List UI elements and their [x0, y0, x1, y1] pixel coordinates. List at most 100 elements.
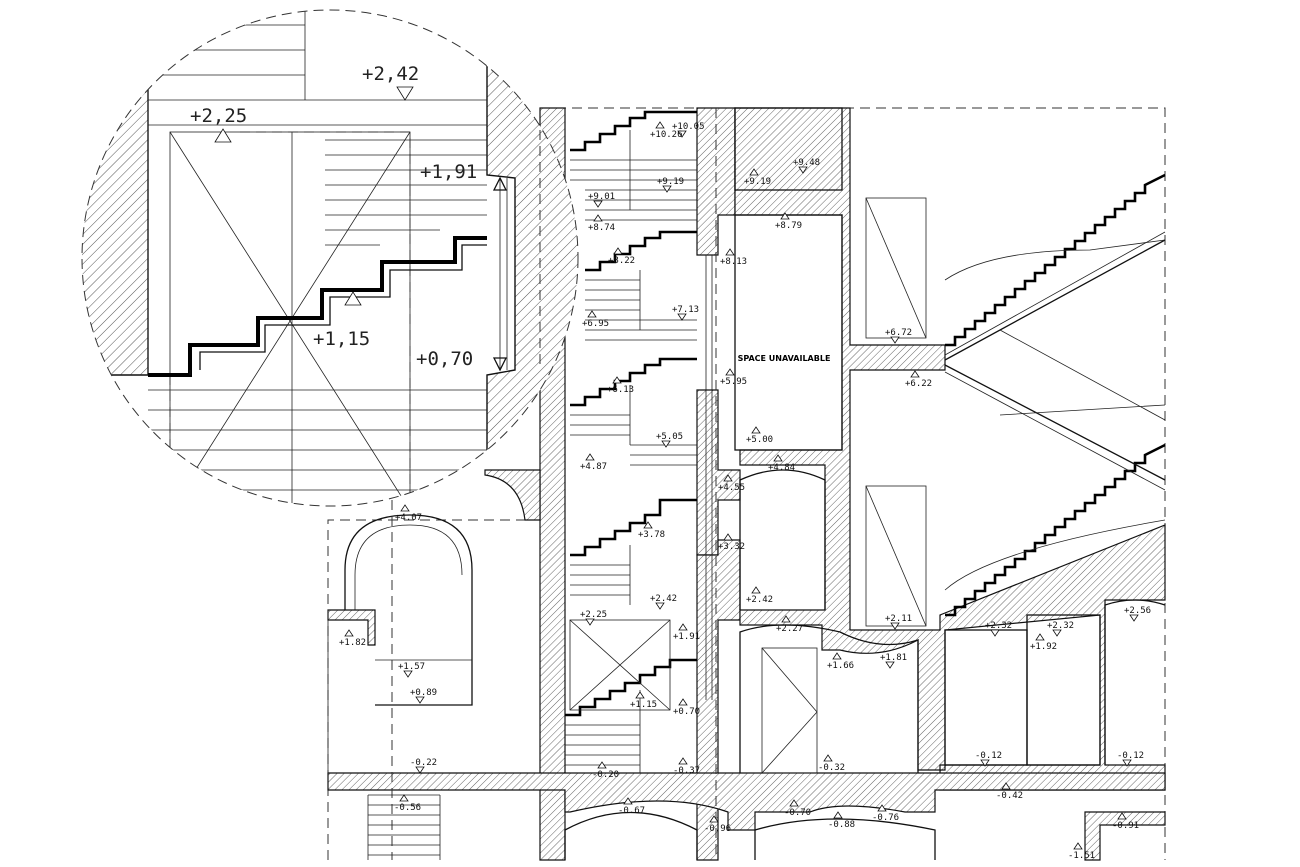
level-triangle-icon — [1122, 759, 1132, 767]
level-marker: +4.07 — [395, 504, 422, 523]
room-arched-mid — [739, 469, 826, 610]
detail-circle — [81, 9, 579, 507]
level-triangle-icon — [661, 440, 671, 448]
level-triangle-icon — [678, 757, 688, 765]
level-triangle-icon — [751, 586, 761, 594]
level-triangle-icon — [613, 247, 623, 255]
level-marker: -1.51 — [1068, 842, 1095, 861]
level-triangle-icon — [798, 166, 808, 174]
level-triangle-icon — [877, 804, 887, 812]
level-marker: +6.95 — [582, 310, 609, 329]
stair-right-rail-2 — [944, 364, 1166, 481]
level-triangle-icon — [399, 794, 409, 802]
level-l29: +2.32 — [1047, 621, 1074, 631]
level-marker: +2.11 — [885, 614, 912, 630]
stair-right-lower — [945, 443, 1166, 617]
level-l41: +0.70 — [673, 707, 700, 717]
level-l21: +4.55 — [718, 483, 745, 493]
level-triangle-icon — [725, 368, 735, 376]
level-marker: +9.48 — [793, 158, 820, 174]
level-l35: +1.82 — [339, 638, 366, 648]
void-lower-diag — [865, 485, 927, 627]
door-low-swing-2 — [761, 711, 818, 774]
level-l16: +5.95 — [720, 377, 747, 387]
level-marker: +2.56 — [1124, 606, 1151, 622]
level-l53: -0.88 — [828, 820, 855, 830]
level-marker: +9.19 — [657, 177, 684, 193]
level-triangle-icon — [593, 214, 603, 222]
level-triangle-icon — [415, 766, 425, 774]
level-l2: +10.26 — [650, 130, 683, 140]
level-l44: -0.20 — [592, 770, 619, 780]
level-l25: +2.56 — [1124, 606, 1151, 616]
level-marker: -0.96 — [704, 815, 731, 834]
level-marker: -0.76 — [872, 804, 899, 823]
room-right-b — [1026, 614, 1101, 766]
level-marker: +8.13 — [720, 248, 747, 267]
void-upper-diag — [865, 197, 927, 339]
level-triangle-icon — [585, 618, 595, 626]
level-marker: +6.72 — [885, 328, 912, 344]
level-marker: -0.91 — [1112, 812, 1139, 831]
level-marker: -0.12 — [1117, 751, 1144, 767]
room-left-lines — [327, 610, 472, 773]
level-triangle-icon — [635, 691, 645, 699]
level-triangle-icon — [780, 212, 790, 220]
level-l20: +4.84 — [768, 463, 795, 473]
level-triangle-icon — [344, 629, 354, 637]
level-l14: +6.22 — [905, 379, 932, 389]
level-l45: -0.22 — [410, 758, 437, 768]
room-label: SPACE UNAVAILABLE — [738, 354, 831, 363]
level-marker: +10.05 — [672, 122, 705, 138]
level-l13: +6.72 — [885, 328, 912, 338]
level-l54: -0.91 — [1112, 821, 1139, 831]
room-left-arch-inner — [354, 524, 463, 610]
level-l28: +2.32 — [985, 621, 1012, 631]
level-l38: +1.57 — [398, 662, 425, 672]
level-triangle-icon — [597, 761, 607, 769]
level-marker: +0.70 — [673, 698, 700, 717]
level-l6: +9.01 — [588, 192, 615, 202]
level-l5: +9.19 — [744, 177, 771, 187]
level-l43: -0.12 — [1117, 751, 1144, 761]
level-triangle-icon — [643, 521, 653, 529]
level-triangle-icon — [623, 797, 633, 805]
level-l34: +1.91 — [673, 632, 700, 642]
level-marker: +9.01 — [588, 192, 615, 208]
level-triangle-icon — [585, 453, 595, 461]
level-triangle-icon — [980, 759, 990, 767]
level-triangle-icon — [1001, 782, 1011, 790]
level-l33: +1.92 — [1030, 642, 1057, 652]
floor-slab — [327, 772, 1166, 831]
level-marker: -0.20 — [592, 761, 619, 780]
level-marker: +2.25 — [580, 610, 607, 626]
detail-level-d4: +1,15 — [313, 328, 370, 350]
level-triangle-icon — [677, 313, 687, 321]
level-triangle-icon — [890, 336, 900, 344]
detail-wall-left — [82, 10, 149, 376]
level-marker: +6.22 — [905, 370, 932, 389]
level-triangle-icon — [1073, 842, 1083, 850]
level-l49: -0.56 — [394, 803, 421, 813]
level-triangle-icon — [789, 799, 799, 807]
stair-right-cone — [944, 239, 1166, 591]
level-marker: -0.56 — [394, 794, 421, 813]
level-marker: +2.32 — [1047, 621, 1074, 637]
detail-level-d1: +2,42 — [362, 63, 419, 85]
level-l4: +9.19 — [657, 177, 684, 187]
level-marker: +2.42 — [746, 586, 773, 605]
level-triangle-icon — [910, 370, 920, 378]
level-triangle-icon — [678, 698, 688, 706]
level-l22: +4.07 — [395, 513, 422, 523]
level-triangle-icon — [655, 602, 665, 610]
level-marker: -0.12 — [975, 751, 1002, 767]
door-low — [761, 647, 818, 774]
level-triangle-icon — [678, 623, 688, 631]
level-l55: -0.96 — [704, 824, 731, 834]
level-triangle-icon — [655, 121, 665, 129]
level-l1: +10.05 — [672, 122, 705, 132]
level-triangle-icon — [709, 815, 719, 823]
level-l7: +8.79 — [775, 221, 802, 231]
level-l26: +2.42 — [650, 594, 677, 604]
